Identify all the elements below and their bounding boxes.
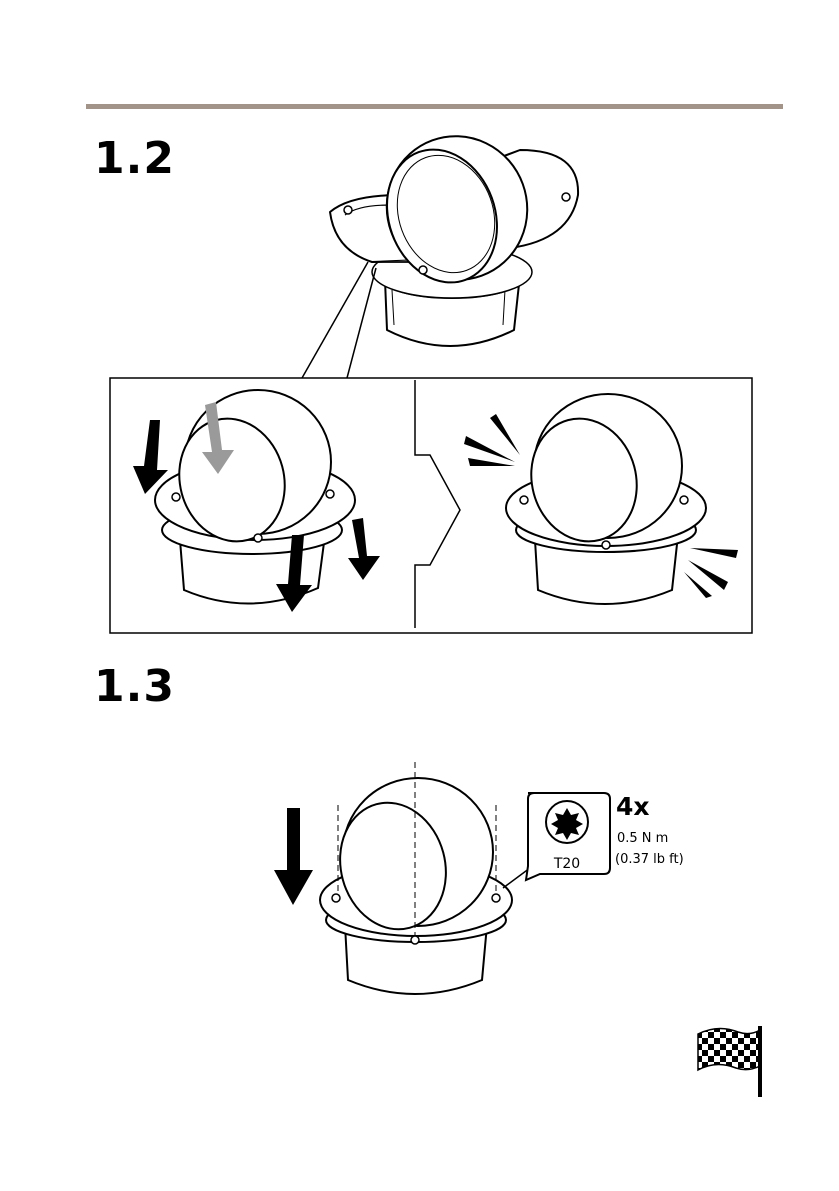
torque-metric-label: 0.5 N m [617,831,668,846]
dome-camera-top-illustration [302,116,578,378]
down-arrow-icon [274,808,313,905]
quantity-label: 4x [616,792,650,821]
checkered-flag-icon [698,1026,760,1097]
torque-imperial-label: (0.37 lb ft) [615,852,684,867]
dome-screw-illustration [320,762,530,994]
tool-size-label: T20 [553,856,580,872]
